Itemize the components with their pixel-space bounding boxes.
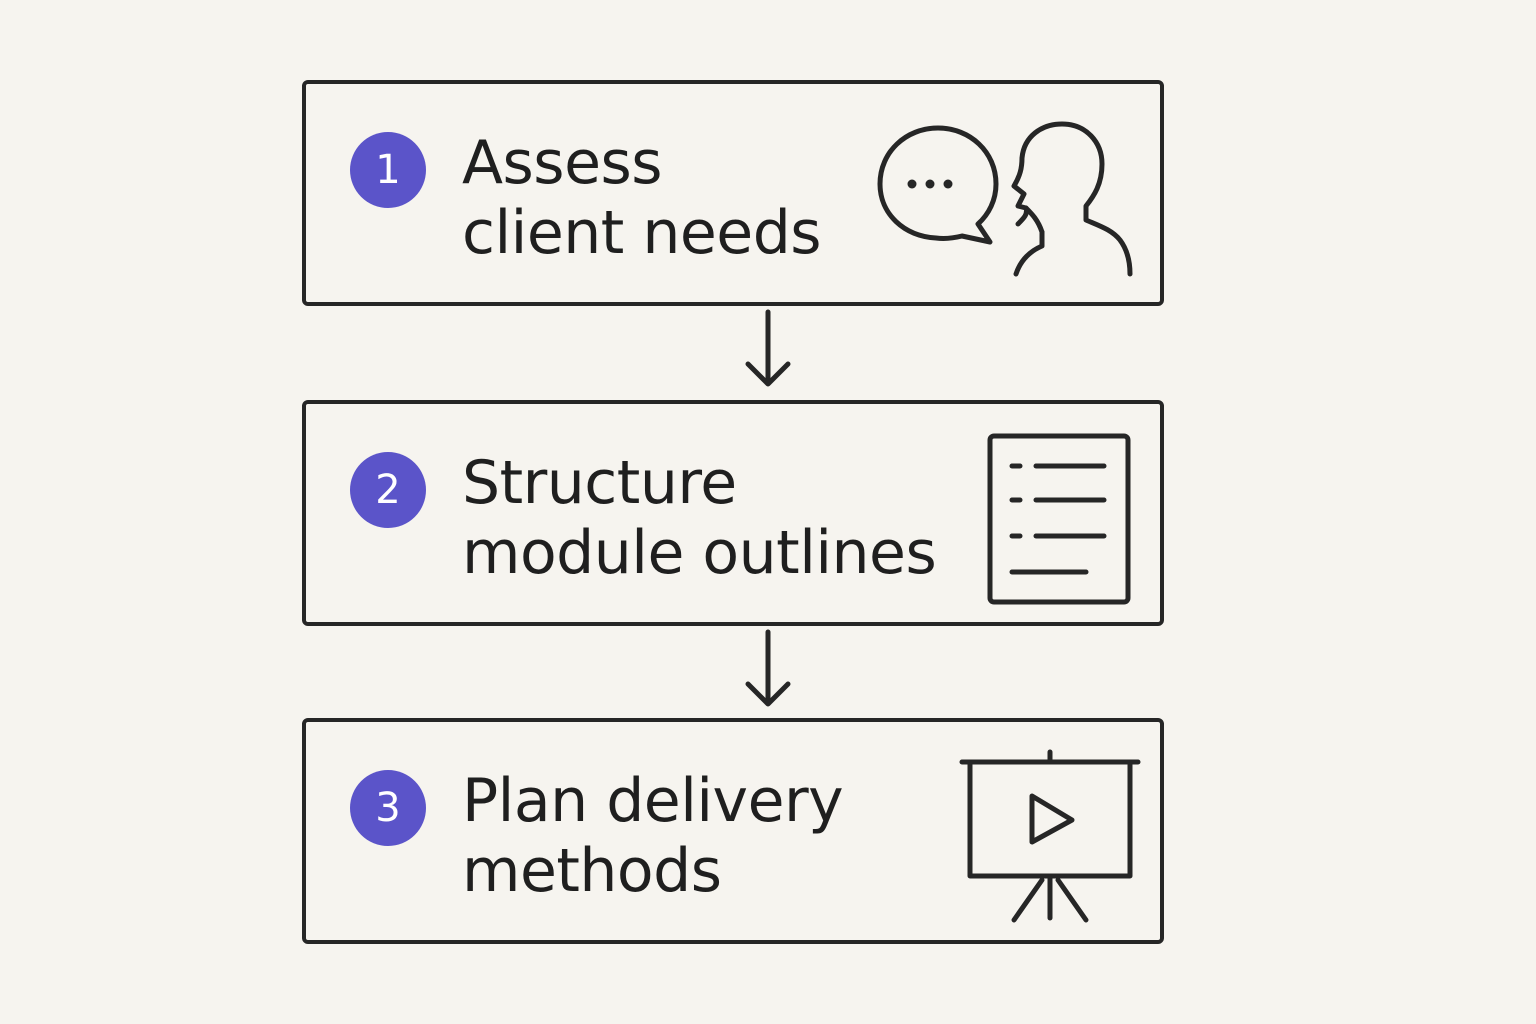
down-arrow-icon — [745, 629, 791, 707]
step-3-box: 3 Plan delivery methods — [302, 718, 1164, 944]
step-3-label: Plan delivery methods — [462, 766, 844, 906]
chat-person-icon — [877, 121, 1133, 277]
step-1-box: 1 Assess client needs — [302, 80, 1164, 306]
outline-document-icon — [987, 433, 1131, 605]
step-1-label-line-2: client needs — [462, 198, 822, 268]
step-1-number-badge: 1 — [350, 132, 426, 208]
down-arrow-icon — [745, 309, 791, 387]
step-2-label-line-2: module outlines — [462, 518, 937, 588]
presentation-screen-icon — [959, 749, 1141, 923]
step-1-label: Assess client needs — [462, 128, 822, 268]
step-2-number-badge: 2 — [350, 452, 426, 528]
step-3-label-line-2: methods — [462, 836, 722, 906]
step-2-label-line-1: Structure — [462, 448, 737, 518]
step-2-box: 2 Structure module outlines — [302, 400, 1164, 626]
step-1-label-line-1: Assess — [462, 128, 663, 198]
step-3-number-badge: 3 — [350, 770, 426, 846]
step-2-label: Structure module outlines — [462, 448, 937, 588]
step-3-label-line-1: Plan delivery — [462, 766, 844, 836]
